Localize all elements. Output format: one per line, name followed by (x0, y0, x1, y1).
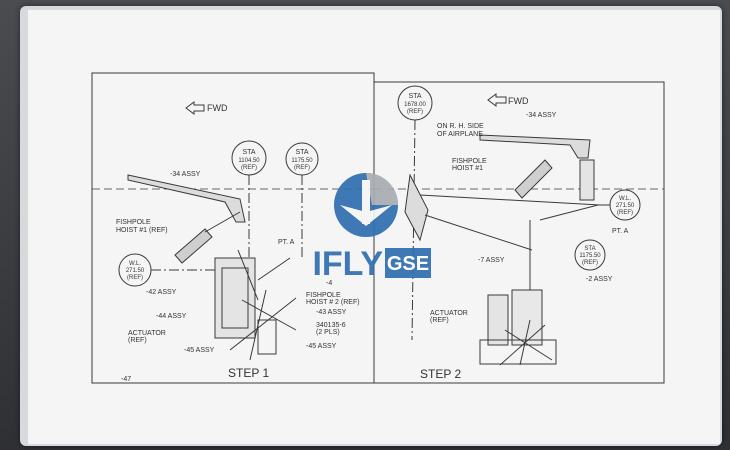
step1-fishpole2-label: FISHPOLE (306, 292, 341, 299)
step2-tank (487, 294, 509, 346)
watermark-globe-segment (366, 173, 398, 205)
step1-lift-frame (221, 267, 249, 329)
step1-hoist-arm (204, 211, 241, 233)
watermark-gse-box (385, 248, 431, 278)
step2-assy34-label: -34 ASSY (526, 112, 557, 119)
step2-wl-value: 271.50 (616, 203, 635, 209)
step1-actuator-label: ACTUATOR (128, 330, 166, 337)
step2-base (479, 339, 557, 365)
step1-sta1-ref: (REF) (241, 165, 257, 171)
step1-part-label: 340135-6 (316, 322, 346, 329)
step1-wl-top: W.L. (129, 261, 141, 267)
watermark-logo: IFLY GSE (312, 173, 431, 283)
step1-assy34-label: -34 ASSY (170, 171, 201, 178)
watermark-text-ifly: IFLY (312, 245, 383, 283)
step2-actuator-label: ACTUATOR (430, 310, 468, 317)
step1-assy42-label: -42 ASSY (146, 289, 177, 296)
step1-leg-3 (241, 299, 297, 331)
step1-sta1-top: STA (242, 149, 255, 156)
step2-actuator-ref-label: (REF) (430, 317, 449, 324)
step1-arm (257, 257, 291, 281)
step1-fishpole-hoist (174, 228, 213, 264)
step2-sta-value: 1678.00 (404, 102, 426, 108)
step2-assy2-label: -2 ASSY (586, 276, 613, 283)
step2-sta-line (411, 119, 416, 341)
step1-pta-label: PT. A (278, 239, 295, 246)
step1-sta2-value: 1175.50 (291, 158, 313, 164)
step1-assy44-label: -44 ASSY (156, 313, 187, 320)
step2-title: STEP 2 (420, 367, 461, 381)
step2-leg-1 (499, 324, 546, 366)
step2-pta-label: PT. A (612, 228, 629, 235)
step1-fwd-label: FWD (207, 103, 228, 113)
step1-actuator-leg (229, 297, 297, 351)
step2-side-fixture (404, 173, 429, 242)
step1-dash4-label: -4 (326, 280, 332, 287)
step2-fishpole-b-label: HOIST #1 (452, 165, 483, 172)
step1-actuator-ref-label: (REF) (128, 337, 147, 344)
step1-page-number: -47 (121, 376, 131, 383)
step1-wl-ref: (REF) (127, 275, 143, 281)
step1-wl-value: 271.50 (126, 268, 145, 274)
step1-sta2-ref: (REF) (294, 165, 310, 171)
step2-sta-top: STA (408, 93, 421, 100)
step2-fwd-label: FWD (508, 96, 529, 106)
step1-sta2-top: STA (295, 149, 308, 156)
step2-sta-ref: (REF) (407, 109, 423, 115)
step2-arm (539, 204, 599, 221)
step2-sta2-top: STA (584, 246, 595, 252)
watermark-text-gse: GSE (387, 253, 429, 275)
step2-leg-3 (504, 329, 553, 361)
step2-wing-shape (479, 134, 591, 159)
step1-fwd-arrow-icon (185, 101, 205, 115)
step2-sta2-bubble (574, 239, 606, 271)
step2-fishpole-label: FISHPOLE (452, 158, 487, 165)
step2-onrh-label: ON R. H. SIDE (437, 123, 484, 130)
step2-sta2-ref: (REF) (582, 260, 598, 266)
step1-assy43-label: -43 ASSY (316, 309, 347, 316)
step2-fwd-arrow-icon (487, 93, 507, 107)
step2-onrh2-label: OF AIRPLANE (437, 131, 483, 138)
step2-assy7-label: -7 ASSY (478, 257, 505, 264)
step1-fishpole-ref-label: HOIST #1 (REF) (116, 227, 168, 234)
step1-actuator-box (257, 319, 277, 355)
step2-cable-lower (424, 214, 533, 251)
watermark-plane-body (362, 180, 370, 224)
step2-wl-ref: (REF) (617, 210, 633, 216)
step2-cable-upper (419, 194, 601, 206)
step1-title: STEP 1 (228, 366, 269, 380)
step1-assy45a-label: -45 ASSY (184, 347, 215, 354)
step1-sta1-value: 1104.50 (238, 158, 260, 164)
step1-assy45b-label: -45 ASSY (306, 343, 337, 350)
step1-wing-shape (127, 174, 246, 223)
step1-lift-body (214, 257, 256, 339)
step1-fishpole2-ref-label: HOIST # 2 (REF) (306, 299, 360, 306)
step2-fishpole-hoist (514, 159, 553, 199)
step1-mast (237, 249, 259, 301)
step2-sta2-value: 1175.50 (579, 253, 601, 259)
step2-lift-body (511, 289, 543, 346)
step1-fishpole-label: FISHPOLE (116, 219, 151, 226)
step2-wl-top: W.L. (619, 196, 631, 202)
step2-post (579, 159, 595, 201)
step1-part-pls-label: (2 PLS) (316, 329, 340, 336)
